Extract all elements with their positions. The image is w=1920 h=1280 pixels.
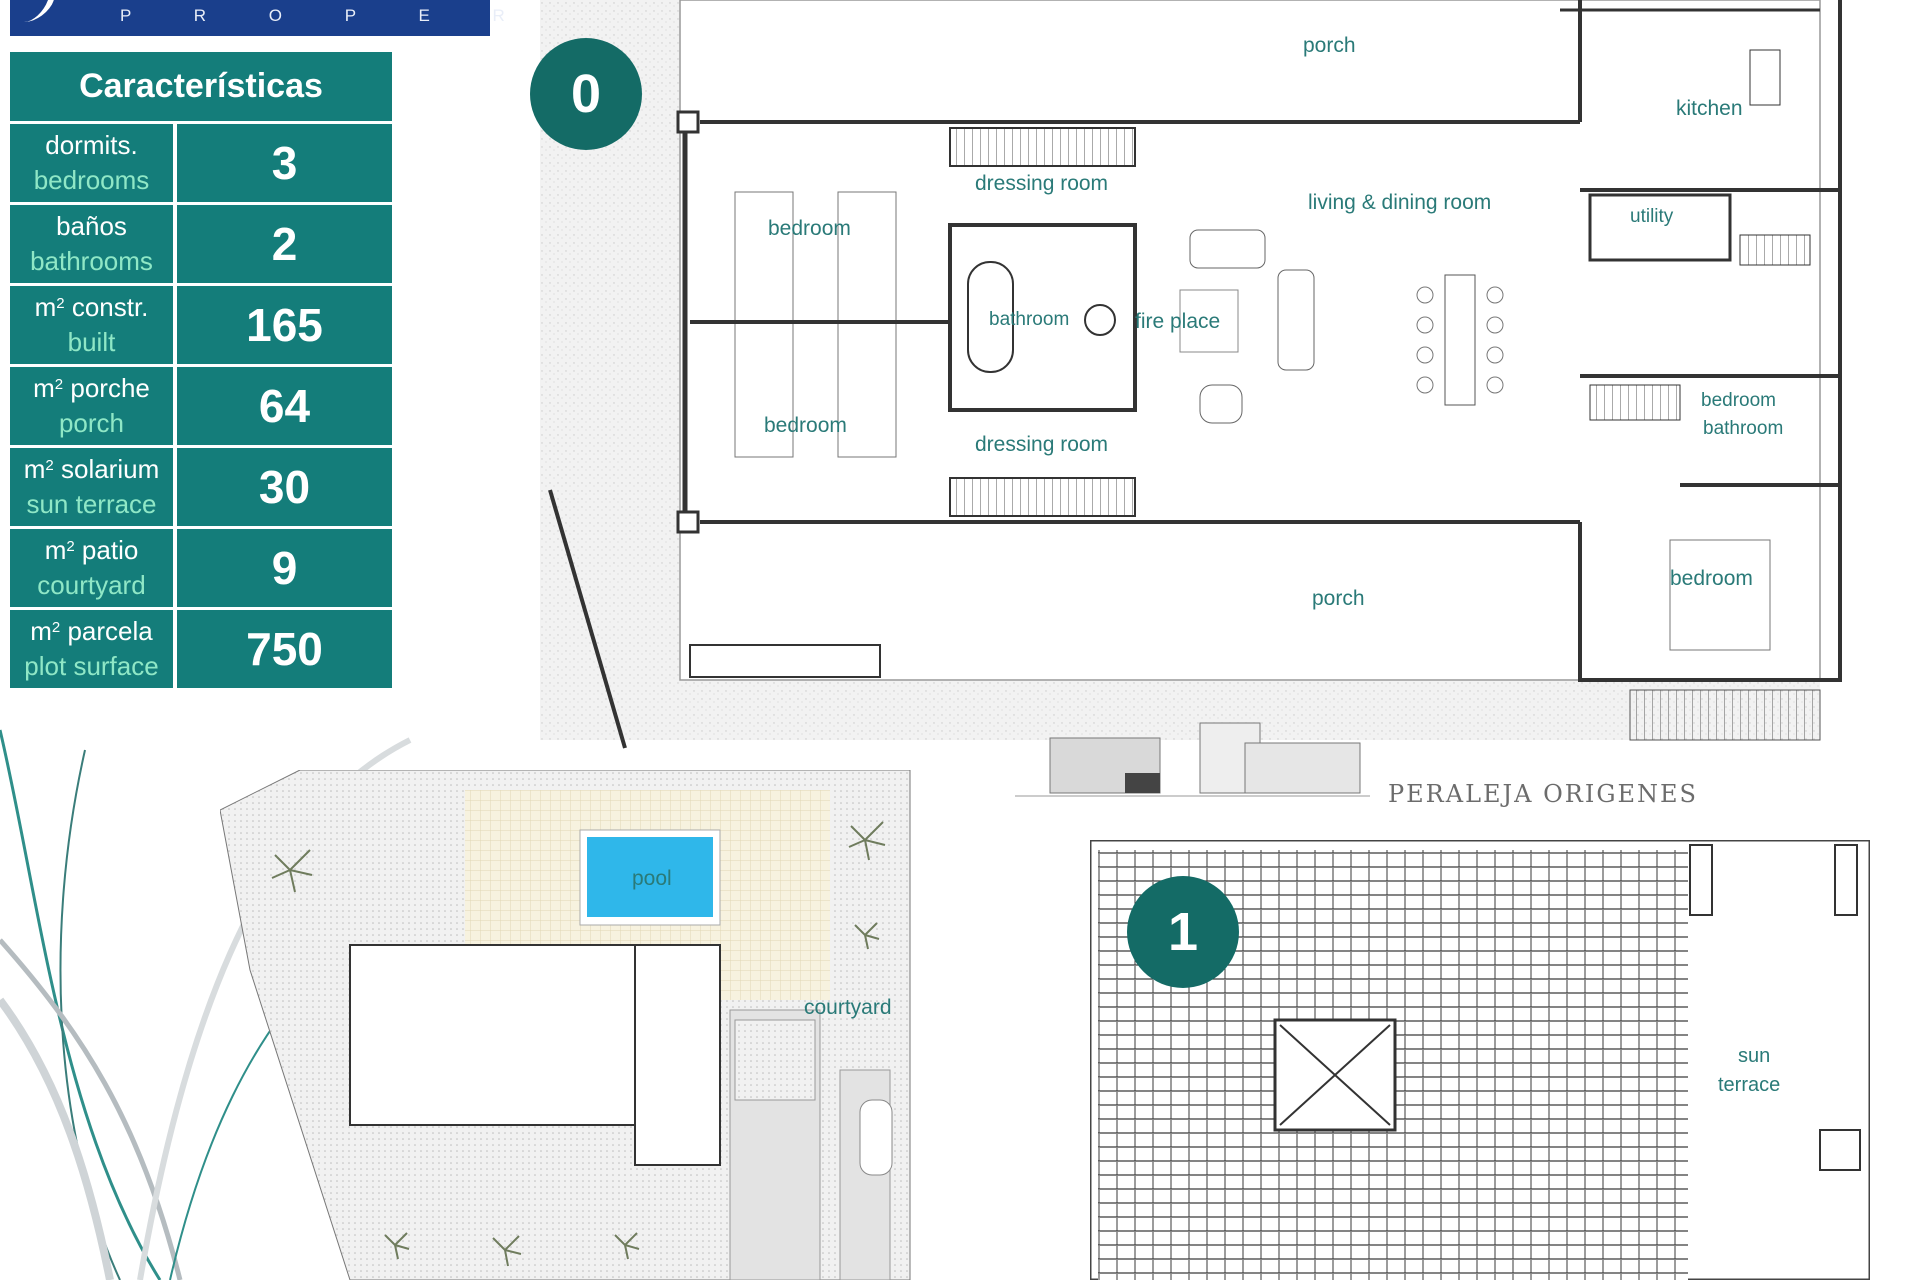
features-title: Características (10, 52, 392, 121)
feature-label-es: constr. (64, 292, 149, 322)
label-porch-bottom: porch (1312, 587, 1365, 610)
label-kitchen: kitchen (1676, 97, 1743, 120)
logo-banner (10, 0, 490, 36)
feature-value: 165 (177, 286, 392, 364)
unit-sup: 2 (56, 295, 65, 312)
feature-label-es: porche (63, 373, 150, 403)
feature-label-es: baños (56, 211, 127, 241)
feature-value: 30 (177, 448, 392, 526)
feature-value: 9 (177, 529, 392, 607)
feature-row-built: m2 constr. built 165 (10, 286, 392, 364)
feature-label-es: solarium (53, 454, 160, 484)
label-fireplace: fire place (1135, 310, 1221, 333)
label-bathroom-2: bathroom (1703, 418, 1784, 439)
label-sun: sun (1738, 1045, 1771, 1067)
level-badge-upper: 1 (1127, 876, 1239, 988)
ground-floor-plan (540, 0, 1842, 749)
feature-value: 750 (177, 610, 392, 688)
label-bedroom-3: bedroom (1701, 390, 1776, 411)
label-porch-top: porch (1303, 34, 1356, 57)
feature-value: 2 (177, 205, 392, 283)
feature-label-en: bedrooms (33, 165, 150, 195)
feature-label-en: built (67, 327, 116, 357)
project-name: PERALEJA ORIGENES (1388, 780, 1698, 808)
label-courtyard: courtyard (804, 996, 892, 1019)
feature-label-en: plot surface (24, 651, 159, 681)
feature-label-en: courtyard (37, 570, 146, 600)
feature-row-courtyard: m2 patio courtyard 9 (10, 529, 392, 607)
unit-prefix: m (23, 454, 46, 484)
unit-prefix: m (44, 535, 67, 565)
features-table: Características dormits. bedrooms 3 baños… (10, 52, 392, 691)
feature-value: 64 (177, 367, 392, 445)
feature-row-bedrooms: dormits. bedrooms 3 (10, 124, 392, 202)
label-bedroom-4: bedroom (1670, 567, 1753, 590)
label-dressing-room-bottom: dressing room (975, 433, 1109, 456)
logo-text: P R O P E R T Y (120, 6, 681, 25)
unit-sup: 2 (51, 619, 61, 636)
label-dressing-room-top: dressing room (975, 172, 1109, 195)
label-terrace: terrace (1718, 1074, 1781, 1096)
label-bedroom-2: bedroom (764, 414, 847, 437)
feature-label-es: parcela (60, 616, 153, 646)
unit-sup: 2 (66, 538, 75, 555)
feature-row-bathrooms: baños bathrooms 2 (10, 205, 392, 283)
feature-label-en: sun terrace (26, 489, 157, 519)
unit-prefix: m (34, 292, 57, 322)
feature-row-sun-terrace: m2 solarium sun terrace 30 (10, 448, 392, 526)
label-bedroom-1: bedroom (768, 217, 851, 240)
feature-label-es: patio (74, 535, 139, 565)
label-utility: utility (1630, 206, 1674, 227)
unit-prefix: m (30, 616, 52, 646)
feature-label-en: bathrooms (30, 246, 153, 276)
elevation-sketch (1015, 722, 1370, 797)
unit-prefix: m (33, 373, 55, 403)
feature-value: 3 (177, 124, 392, 202)
level-badge-ground: 0 (530, 38, 642, 150)
unit-sup: 2 (54, 376, 64, 393)
site-plan (220, 770, 911, 1280)
label-pool: pool (632, 867, 672, 890)
label-living-dining: living & dining room (1308, 191, 1492, 214)
feature-row-porch: m2 porche porch 64 (10, 367, 392, 445)
label-bathroom: bathroom (989, 309, 1070, 330)
feature-row-plot: m2 parcela plot surface 750 (10, 610, 392, 688)
feature-label-en: porch (58, 408, 125, 438)
feature-label-es: dormits. (45, 130, 138, 160)
unit-sup: 2 (45, 457, 54, 474)
